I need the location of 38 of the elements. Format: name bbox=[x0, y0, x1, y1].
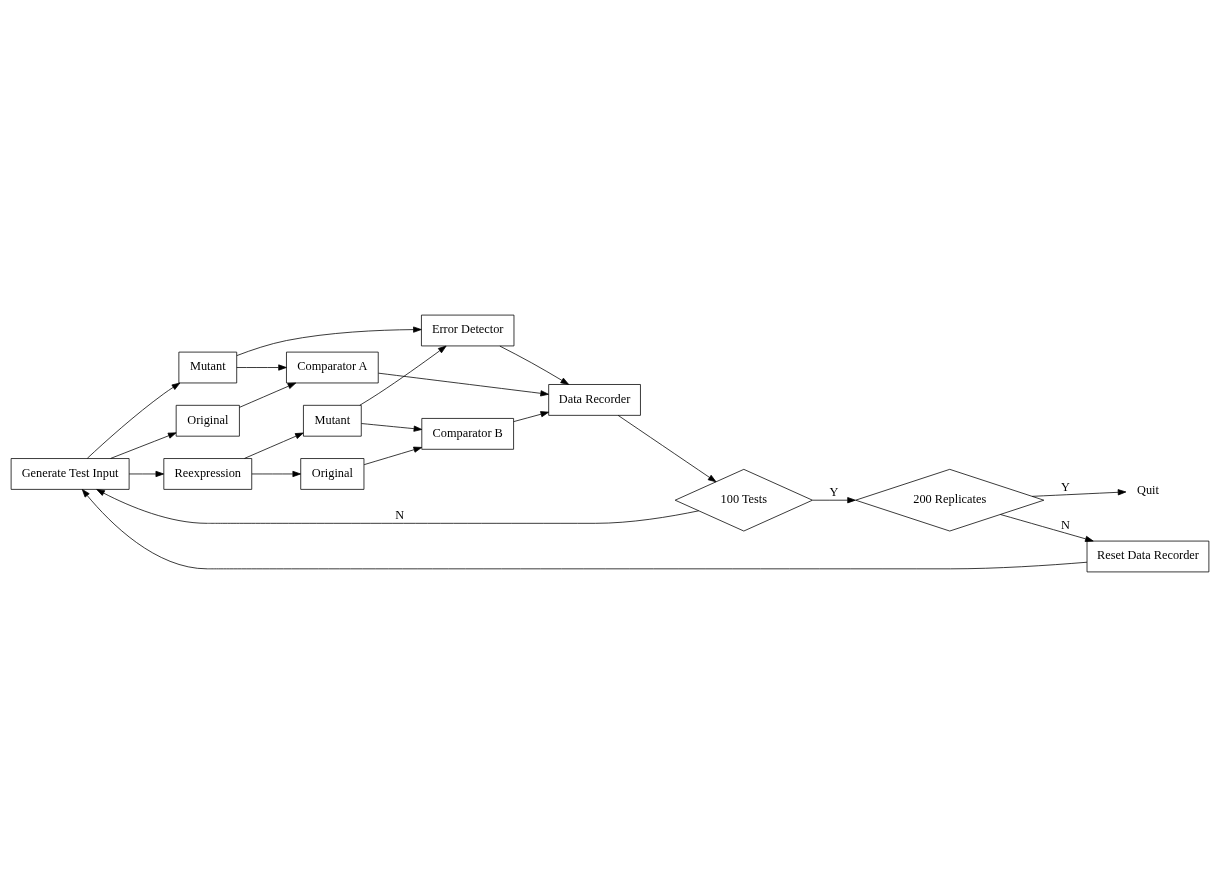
arrow bbox=[86, 382, 181, 459]
node-box: Generate Test Input bbox=[10, 457, 130, 490]
edge-label: N bbox=[1060, 517, 1070, 532]
node-diamond: 100 Tests bbox=[674, 468, 813, 531]
node-box: Comparator B bbox=[421, 417, 514, 450]
arrow bbox=[236, 326, 422, 356]
arrow bbox=[1031, 488, 1127, 497]
node-box: Original bbox=[300, 457, 365, 490]
edge-label: Y bbox=[1060, 479, 1070, 494]
edge-label: N bbox=[395, 507, 405, 522]
arrow bbox=[81, 488, 1088, 569]
node-box: Data Recorder bbox=[548, 383, 641, 416]
node-box: Comparator A bbox=[286, 351, 379, 383]
arrow bbox=[363, 446, 422, 465]
node-box: Mutant bbox=[303, 404, 362, 437]
arrow bbox=[244, 432, 304, 459]
node-box: Error Detector bbox=[421, 314, 515, 346]
node-diamond: 200 Replicates bbox=[855, 468, 1045, 531]
edge-label: Y bbox=[829, 484, 839, 499]
arrow bbox=[236, 363, 287, 371]
arrow bbox=[617, 414, 717, 482]
arrow bbox=[378, 372, 549, 396]
arrow bbox=[128, 470, 164, 477]
arrow bbox=[1000, 513, 1094, 542]
arrow bbox=[499, 345, 570, 385]
node-box: Original bbox=[175, 404, 240, 437]
arrow bbox=[251, 470, 301, 477]
arrow bbox=[96, 488, 700, 524]
arrow bbox=[513, 410, 549, 422]
node-box: Mutant bbox=[178, 351, 238, 383]
node-box: Reexpression bbox=[163, 457, 253, 490]
arrow bbox=[359, 345, 447, 406]
arrow bbox=[110, 431, 177, 459]
arrow bbox=[239, 382, 297, 408]
node-text: Quit bbox=[1136, 482, 1159, 497]
arrow bbox=[812, 496, 856, 503]
node-box: Reset Data Recorder bbox=[1086, 540, 1210, 572]
arrow bbox=[361, 422, 423, 432]
